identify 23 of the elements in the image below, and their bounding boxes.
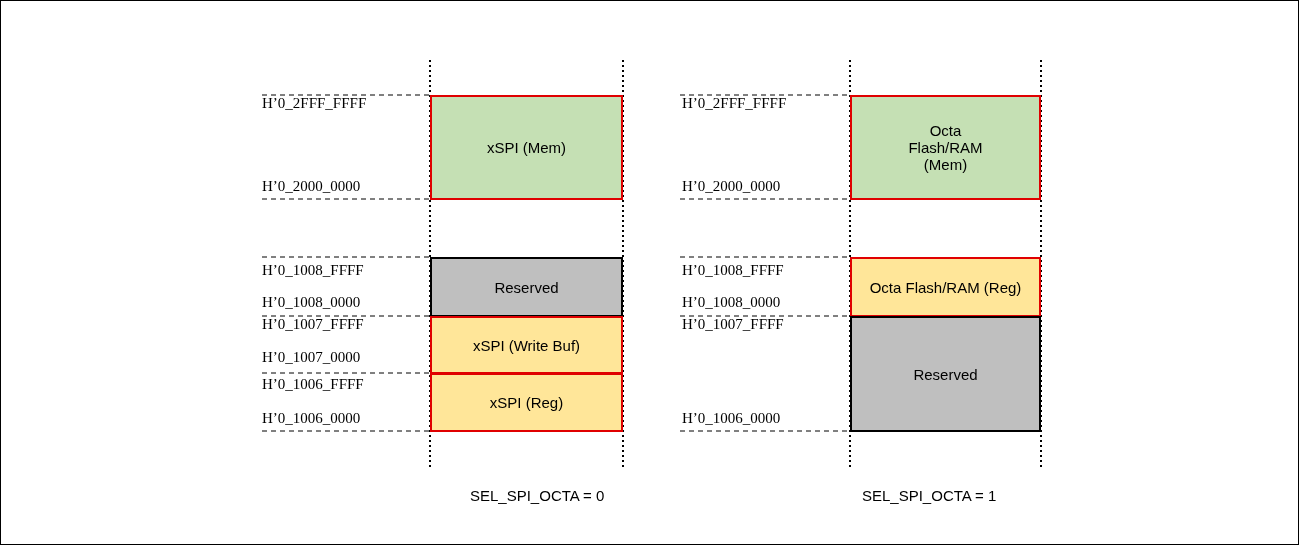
address-label: H’0_1008_0000 xyxy=(262,294,361,311)
mode-caption: SEL_SPI_OCTA = 0 xyxy=(470,487,605,504)
memory-region-box: Octa Flash/RAM (Reg) xyxy=(850,257,1041,317)
address-label: H’0_2000_0000 xyxy=(262,178,361,195)
reserved-region-box: Reserved xyxy=(850,316,1041,432)
address-label: H’0_1008_0000 xyxy=(682,294,781,311)
reserved-region-box: Reserved xyxy=(430,257,623,317)
memory-region-box: xSPI (Mem) xyxy=(430,95,623,200)
address-label: H’0_2FFF_FFFF xyxy=(262,95,367,112)
address-label: H’0_1008_FFFF xyxy=(682,262,784,279)
address-label: H’0_1007_FFFF xyxy=(682,316,784,333)
address-label: H’0_1006_0000 xyxy=(262,410,361,427)
address-label: H’0_1006_0000 xyxy=(682,410,781,427)
mode-caption: SEL_SPI_OCTA = 1 xyxy=(862,487,997,504)
address-label: H’0_1007_0000 xyxy=(262,349,361,366)
memory-region-box: xSPI (Reg) xyxy=(430,373,623,432)
address-label: H’0_1006_FFFF xyxy=(262,376,364,393)
memory-region-box: Octa Flash/RAM (Mem) xyxy=(850,95,1041,200)
address-label: H’0_2000_0000 xyxy=(682,178,781,195)
address-label: H’0_1008_FFFF xyxy=(262,262,364,279)
address-label: H’0_1007_FFFF xyxy=(262,316,364,333)
memory-region-box: xSPI (Write Buf) xyxy=(430,316,623,374)
address-label: H’0_2FFF_FFFF xyxy=(682,95,787,112)
